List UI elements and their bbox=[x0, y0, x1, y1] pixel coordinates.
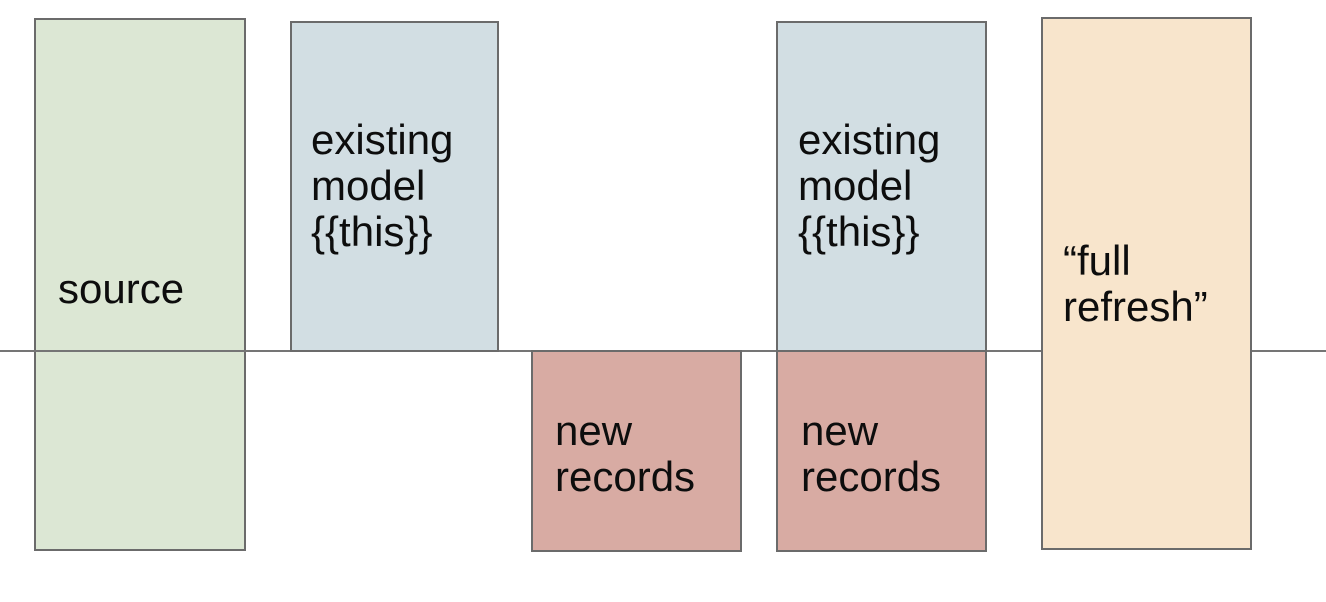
full-refresh-label: “full refresh” bbox=[1063, 237, 1208, 330]
new-records-box-2: new records bbox=[776, 350, 987, 552]
new-records-box-1: new records bbox=[531, 350, 742, 552]
new-records-label-2: new records bbox=[801, 407, 942, 500]
source-label: source bbox=[58, 265, 185, 312]
existing-model-box-2: existing model {{this}} bbox=[776, 21, 987, 352]
source-box: source bbox=[34, 18, 246, 551]
existing-model-label-2: existing model {{this}} bbox=[798, 116, 941, 255]
full-refresh-box: “full refresh” bbox=[1041, 17, 1252, 550]
existing-model-box-1: existing model {{this}} bbox=[290, 21, 499, 352]
existing-model-label-1: existing model {{this}} bbox=[311, 116, 454, 255]
new-records-label-1: new records bbox=[555, 407, 696, 500]
